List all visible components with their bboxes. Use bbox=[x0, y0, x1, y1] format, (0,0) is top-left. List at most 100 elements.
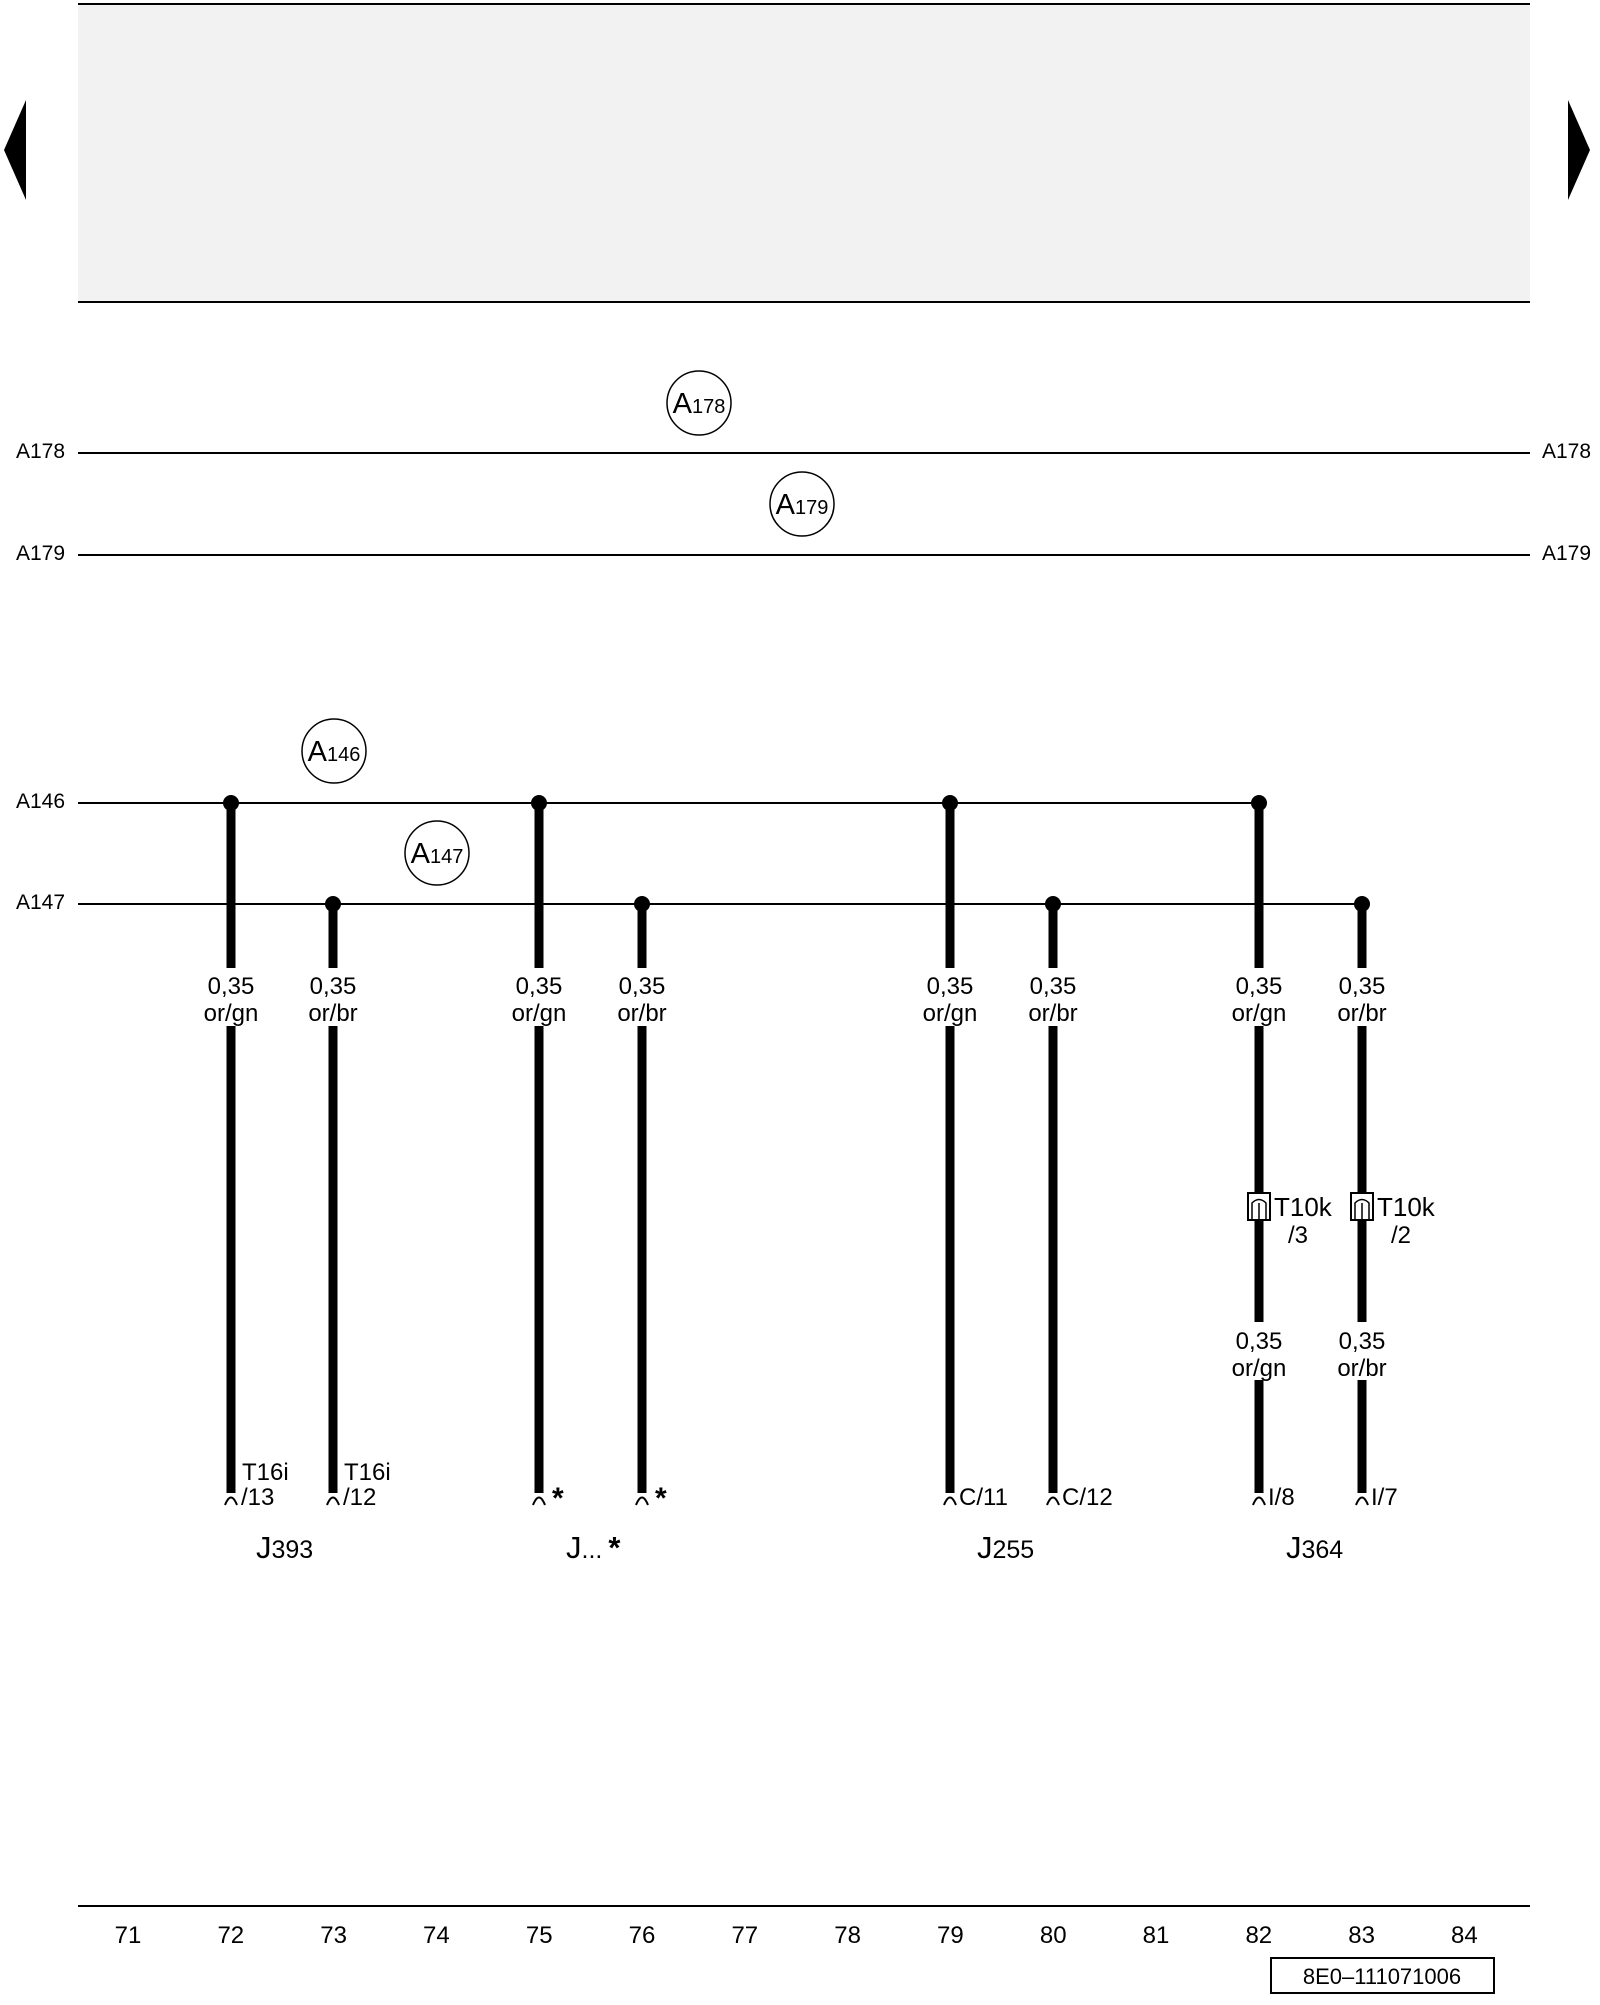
marker-number: 146 bbox=[327, 744, 360, 766]
connector-pin: /2 bbox=[1391, 1222, 1411, 1249]
wire-color: or/gn bbox=[923, 1000, 978, 1027]
wire-color: or/br bbox=[617, 1000, 666, 1027]
column-number: 80 bbox=[1040, 1922, 1067, 1949]
pin-terminal bbox=[1252, 1496, 1266, 1506]
wire-size: 0,35 bbox=[1339, 973, 1386, 1000]
header-panel bbox=[78, 4, 1530, 302]
wire-color: or/br bbox=[1028, 1000, 1077, 1027]
bus-line-a178: A178 A178 bbox=[16, 440, 1591, 463]
wire-size: 0,35 bbox=[208, 973, 255, 1000]
previous-page-arrow-icon[interactable] bbox=[4, 100, 26, 200]
pin-terminal bbox=[532, 1496, 546, 1506]
circle-marker-a146: A146 bbox=[301, 718, 367, 784]
wire-col-72: 0,35 or/gn T16i /13 bbox=[204, 795, 289, 1511]
junction-dot bbox=[1251, 795, 1267, 811]
connector-name: T10k bbox=[1274, 1192, 1333, 1222]
pin-number-label: /13 bbox=[241, 1484, 274, 1511]
column-number: 77 bbox=[731, 1922, 758, 1949]
component-label-j-generic: J...* bbox=[566, 1530, 621, 1565]
junction-dot bbox=[1045, 896, 1061, 912]
column-number: 84 bbox=[1451, 1922, 1478, 1949]
pin-asterisk: * bbox=[655, 1482, 667, 1515]
wire-size: 0,35 bbox=[1030, 973, 1077, 1000]
pin-terminal bbox=[1355, 1496, 1369, 1506]
wire-col-79: 0,35 or/gn C/11 bbox=[923, 795, 1008, 1511]
marker-number: 178 bbox=[692, 396, 725, 418]
bus-line-a179: A179 A179 bbox=[16, 542, 1591, 565]
wire-size: 0,35 bbox=[619, 973, 666, 1000]
wire-size: 0,35 bbox=[927, 973, 974, 1000]
column-number: 75 bbox=[526, 1922, 553, 1949]
junction-dot bbox=[634, 896, 650, 912]
wire-color: or/gn bbox=[1232, 1000, 1287, 1027]
wire-col-83: 0,35 or/br T10k /2 0,35 or/br I/7 bbox=[1337, 896, 1436, 1511]
svg-text:A178: A178 bbox=[673, 388, 726, 420]
wire-col-82: 0,35 or/gn T10k /3 0,35 or/gn I/8 bbox=[1232, 795, 1333, 1511]
pin-asterisk: * bbox=[552, 1482, 564, 1515]
pin-number-label: I/7 bbox=[1371, 1484, 1398, 1511]
wire-col-80: 0,35 or/br C/12 bbox=[1028, 896, 1113, 1511]
wire-color: or/gn bbox=[204, 1000, 259, 1027]
document-code: 8E0–111071006 bbox=[1303, 1964, 1461, 1989]
connector-icon bbox=[1350, 1192, 1374, 1221]
circle-marker-a179: A179 bbox=[769, 471, 835, 537]
wire-color: or/gn bbox=[512, 1000, 567, 1027]
pin-number-label: C/12 bbox=[1062, 1484, 1113, 1511]
connector-pin: /3 bbox=[1288, 1222, 1308, 1249]
circle-marker-a147: A147 bbox=[404, 820, 470, 886]
junction-dot bbox=[223, 795, 239, 811]
svg-text:A146: A146 bbox=[308, 736, 361, 768]
wire-color: or/br bbox=[308, 1000, 357, 1027]
column-number: 73 bbox=[320, 1922, 347, 1949]
wire-size: 0,35 bbox=[516, 973, 563, 1000]
bus-label-left: A178 bbox=[16, 440, 65, 463]
component-label-j364: J364 bbox=[1286, 1530, 1343, 1565]
marker-letter: A bbox=[411, 838, 431, 870]
marker-number: 147 bbox=[430, 846, 463, 868]
column-number: 72 bbox=[217, 1922, 244, 1949]
wire-col-73: 0,35 or/br T16i /12 bbox=[308, 896, 391, 1511]
wire-size: 0,35 bbox=[1339, 1328, 1386, 1355]
wire-size: 0,35 bbox=[1236, 973, 1283, 1000]
component-label-j255: J255 bbox=[977, 1530, 1034, 1565]
pin-connector-label: T16i bbox=[242, 1459, 289, 1486]
marker-number: 179 bbox=[795, 497, 828, 519]
circle-marker-a178: A178 bbox=[666, 370, 732, 436]
connector-name: T10k bbox=[1377, 1192, 1436, 1222]
bus-label-left: A146 bbox=[16, 790, 65, 813]
column-number: 81 bbox=[1143, 1922, 1170, 1949]
junction-dot bbox=[531, 795, 547, 811]
marker-letter: A bbox=[776, 489, 796, 521]
marker-letter: A bbox=[673, 388, 693, 420]
bus-line-a147: A147 bbox=[16, 891, 1362, 914]
wire-col-75: 0,35 or/gn * bbox=[512, 795, 567, 1515]
junction-dot bbox=[325, 896, 341, 912]
wire-size: 0,35 bbox=[1236, 1328, 1283, 1355]
wire-col-76: 0,35 or/br * bbox=[617, 896, 667, 1515]
pin-terminal bbox=[635, 1496, 649, 1506]
column-number: 76 bbox=[629, 1922, 656, 1949]
svg-text:A147: A147 bbox=[411, 838, 464, 870]
svg-text:A179: A179 bbox=[776, 489, 829, 521]
next-page-arrow-icon[interactable] bbox=[1568, 100, 1590, 200]
column-number: 74 bbox=[423, 1922, 450, 1949]
column-number: 71 bbox=[115, 1922, 142, 1949]
wire-size: 0,35 bbox=[310, 973, 357, 1000]
bus-label-right: A178 bbox=[1542, 440, 1591, 463]
junction-dot bbox=[1354, 896, 1370, 912]
pin-terminal bbox=[224, 1496, 238, 1506]
pin-terminal bbox=[943, 1496, 957, 1506]
bus-line-a146: A146 bbox=[16, 790, 1262, 813]
connector-icon bbox=[1247, 1192, 1271, 1221]
column-number: 83 bbox=[1348, 1922, 1375, 1949]
pin-number-label: C/11 bbox=[959, 1484, 1008, 1511]
bus-label-left: A147 bbox=[16, 891, 65, 914]
component-label-j393: J393 bbox=[256, 1530, 313, 1565]
column-number: 82 bbox=[1245, 1922, 1272, 1949]
wire-color: or/br bbox=[1337, 1000, 1386, 1027]
pin-terminal bbox=[326, 1496, 340, 1506]
marker-letter: A bbox=[308, 736, 328, 768]
column-number: 79 bbox=[937, 1922, 964, 1949]
